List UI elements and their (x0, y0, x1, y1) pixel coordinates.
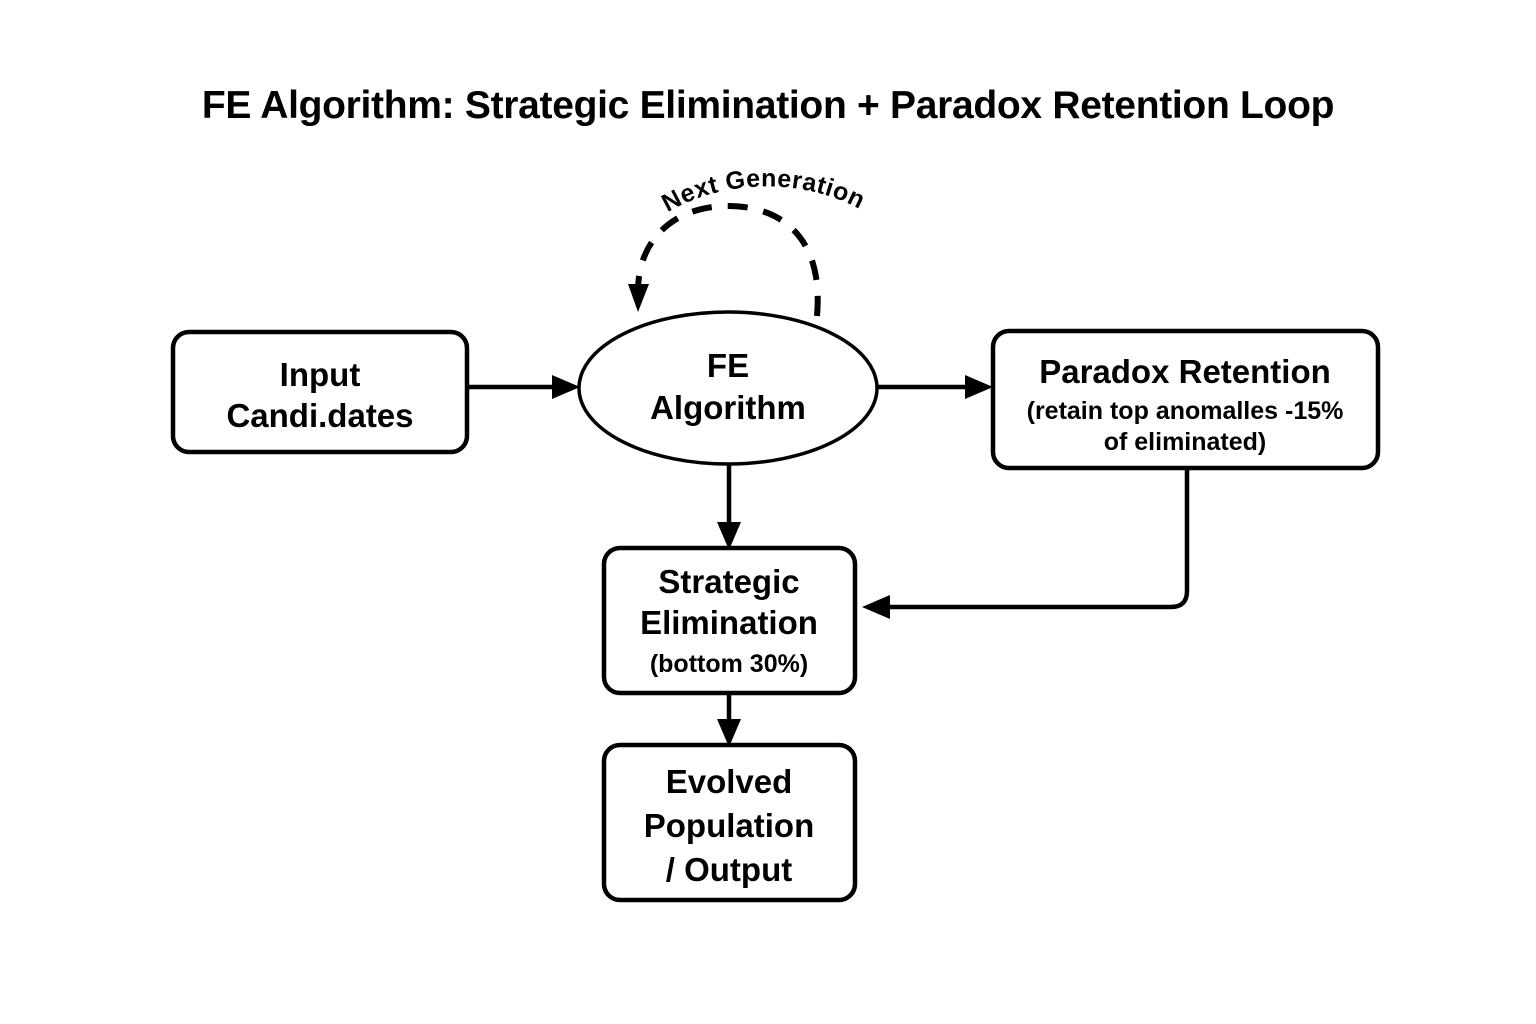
node-input-candidates[interactable]: Input Candi.dates (170, 329, 470, 455)
fe-to-strategic-arrowhead (717, 522, 741, 550)
fe-to-paradox-arrowhead (965, 375, 993, 399)
evolved-population-line3: / Output (666, 851, 792, 888)
edge-strategic-to-evolved (717, 693, 741, 747)
next-generation-dashed-arc (635, 202, 821, 317)
input-to-fe-arrowhead (552, 375, 580, 399)
strategic-to-evolved-arrowhead (717, 719, 741, 747)
strategic-elimination-line1: Strategic (658, 563, 799, 600)
node-fe-algorithm[interactable]: FE Algorithm (577, 310, 879, 466)
edge-fe-to-strategic (717, 464, 741, 550)
fe-algorithm-line1: FE (707, 347, 749, 384)
paradox-retention-line1: Paradox Retention (1039, 353, 1331, 390)
fe-algorithm-line2: Algorithm (650, 389, 806, 426)
next-generation-arrowhead (628, 284, 649, 312)
strategic-elimination-line2: Elimination (640, 604, 818, 641)
node-paradox-retention[interactable]: Paradox Retention (retain top anomalles … (990, 328, 1381, 471)
paradox-retention-line3: of eliminated) (1104, 428, 1267, 456)
node-strategic-elimination[interactable]: Strategic Elimination (bottom 30%) (601, 545, 858, 696)
strategic-elimination-line3: (bottom 30%) (650, 650, 808, 678)
edge-next-generation-loop (628, 202, 821, 317)
diagram-title: FE Algorithm: Strategic Elimination + Pa… (202, 84, 1334, 127)
next-generation-label: Next Generation (657, 164, 870, 217)
paradox-to-strategic-arrowhead (862, 595, 890, 619)
paradox-to-strategic-line (884, 468, 1190, 610)
evolved-population-box-shape[interactable] (601, 742, 858, 903)
edge-fe-to-paradox (877, 375, 993, 399)
node-evolved-population[interactable]: Evolved Population / Output (601, 742, 858, 903)
input-box-line1: Input (280, 356, 361, 393)
input-box-shape[interactable] (170, 329, 470, 455)
edge-input-to-fe (467, 375, 580, 399)
evolved-population-line2: Population (644, 807, 814, 844)
fe-algorithm-ellipse-shape[interactable] (577, 310, 879, 466)
edge-paradox-to-strategic (862, 468, 1190, 619)
paradox-retention-line2: (retain top anomalles -15% (1027, 397, 1344, 425)
input-box-line2: Candi.dates (226, 397, 413, 434)
evolved-population-line1: Evolved (666, 763, 793, 800)
